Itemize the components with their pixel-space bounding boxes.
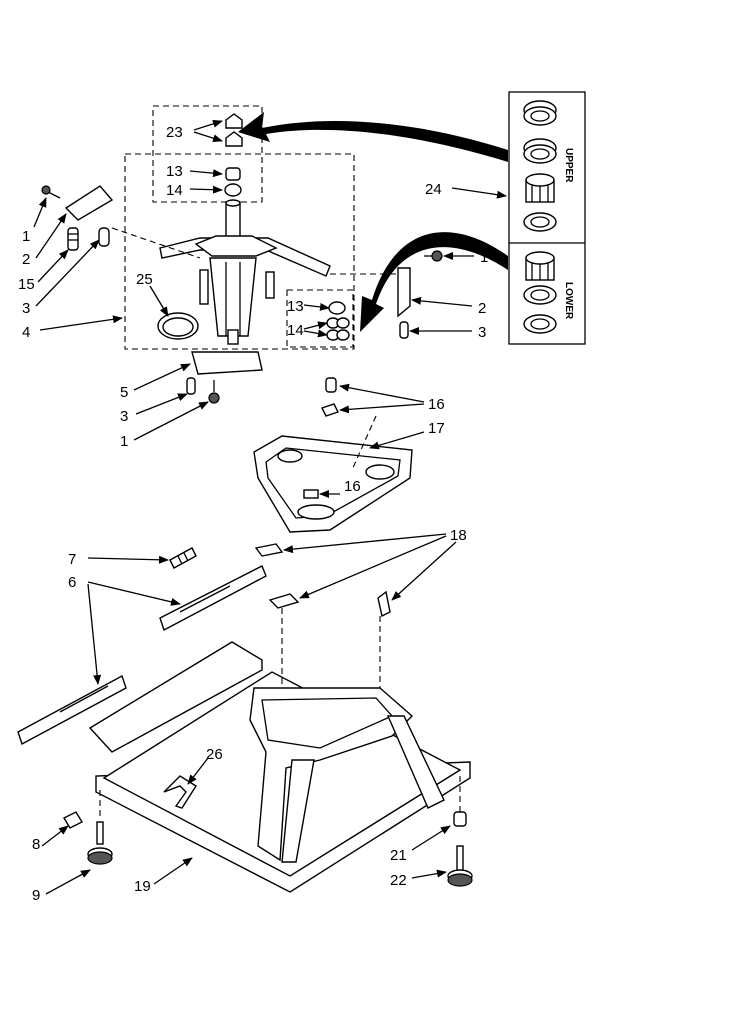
part-4-pivot-dome-assembly <box>159 199 331 345</box>
callout-19: 19 <box>134 878 151 895</box>
part-16-clip-a <box>325 377 337 393</box>
leader-lines <box>33 119 507 895</box>
callout-3-right: 3 <box>478 324 486 341</box>
upper-bearing-ring-3 <box>523 212 557 232</box>
part-18-clip-b <box>268 593 300 609</box>
callout-3-left: 3 <box>22 300 30 317</box>
callout-7: 7 <box>68 551 76 568</box>
part-2-bracket-left <box>64 185 114 221</box>
part-7-spring <box>169 547 197 569</box>
part-14-washer-top <box>224 183 242 197</box>
callout-14-top: 14 <box>166 182 183 199</box>
part-1-screw-right <box>424 250 443 262</box>
callout-18: 18 <box>450 527 467 544</box>
upper-bearing-ring-2 <box>523 138 557 164</box>
callout-26: 26 <box>206 746 223 763</box>
lower-bearing-gear <box>525 251 555 281</box>
part-21-bushing <box>453 811 467 827</box>
part-16-clip-c <box>303 489 319 499</box>
callout-13-side: 13 <box>287 298 304 315</box>
part-16-clip-b <box>321 403 339 417</box>
part-15-spring <box>67 227 79 251</box>
part-8-pin <box>63 811 83 829</box>
part-13-bushing-top <box>225 167 241 181</box>
part-1-screw-left <box>41 185 61 199</box>
part-9-leveling-foot <box>87 821 113 865</box>
lower-bearing-ring-1 <box>523 285 557 305</box>
callout-25: 25 <box>136 271 153 288</box>
callout-9: 9 <box>32 887 40 904</box>
box-main-assembly <box>124 153 355 350</box>
callout-16-top: 16 <box>428 396 445 413</box>
callout-6: 6 <box>68 574 76 591</box>
part-22-leveling-foot <box>447 845 473 887</box>
part-14-washer-side <box>326 317 350 341</box>
part-25-ring <box>157 312 199 340</box>
upper-bearing-gear <box>525 173 555 203</box>
callout-2-right: 2 <box>478 300 486 317</box>
callout-3-lower: 3 <box>120 408 128 425</box>
callout-24: 24 <box>425 181 442 198</box>
callout-1-right: 1 <box>480 249 488 266</box>
callout-13-top: 13 <box>166 163 183 180</box>
part-18-clip-a <box>254 543 284 557</box>
part-1-screw-lower <box>208 380 220 404</box>
callout-1-lower: 1 <box>120 433 128 450</box>
callout-1-left: 1 <box>22 228 30 245</box>
part-13-bushing-side <box>328 301 346 315</box>
callout-8: 8 <box>32 836 40 853</box>
lower-label: LOWER <box>563 282 574 320</box>
callout-2-left: 2 <box>22 251 30 268</box>
bearing-kit-24: UPPER LOWER <box>508 91 586 345</box>
upper-bearing-ring-1 <box>523 100 557 126</box>
callout-16-mid: 16 <box>344 478 361 495</box>
part-17-frame <box>253 415 413 533</box>
curved-arrow-lower <box>360 232 508 332</box>
callout-14-side: 14 <box>287 322 304 339</box>
callout-17: 17 <box>428 420 445 437</box>
box-13-14-side <box>286 289 354 348</box>
curved-arrow-upper <box>238 112 508 162</box>
callout-4: 4 <box>22 324 30 341</box>
callout-22: 22 <box>390 872 407 889</box>
callout-21: 21 <box>390 847 407 864</box>
part-5-plate <box>191 351 263 375</box>
part-6-rail-upper <box>159 565 267 632</box>
callout-5: 5 <box>120 384 128 401</box>
callout-23: 23 <box>166 124 183 141</box>
part-3-clip-left <box>98 227 110 247</box>
part-19-base-frame <box>88 641 471 893</box>
upper-label: UPPER <box>563 148 574 183</box>
part-6-rail-lower <box>17 674 127 746</box>
part-23-nuts <box>225 113 243 147</box>
part-18-clip-c <box>377 590 391 618</box>
box-23-13-14 <box>152 105 263 203</box>
part-3-clip-lower <box>186 377 196 395</box>
callout-15: 15 <box>18 276 35 293</box>
part-3-clip-right <box>399 321 409 339</box>
lower-bearing-ring-2 <box>523 314 557 334</box>
part-2-bracket-right <box>397 267 411 318</box>
